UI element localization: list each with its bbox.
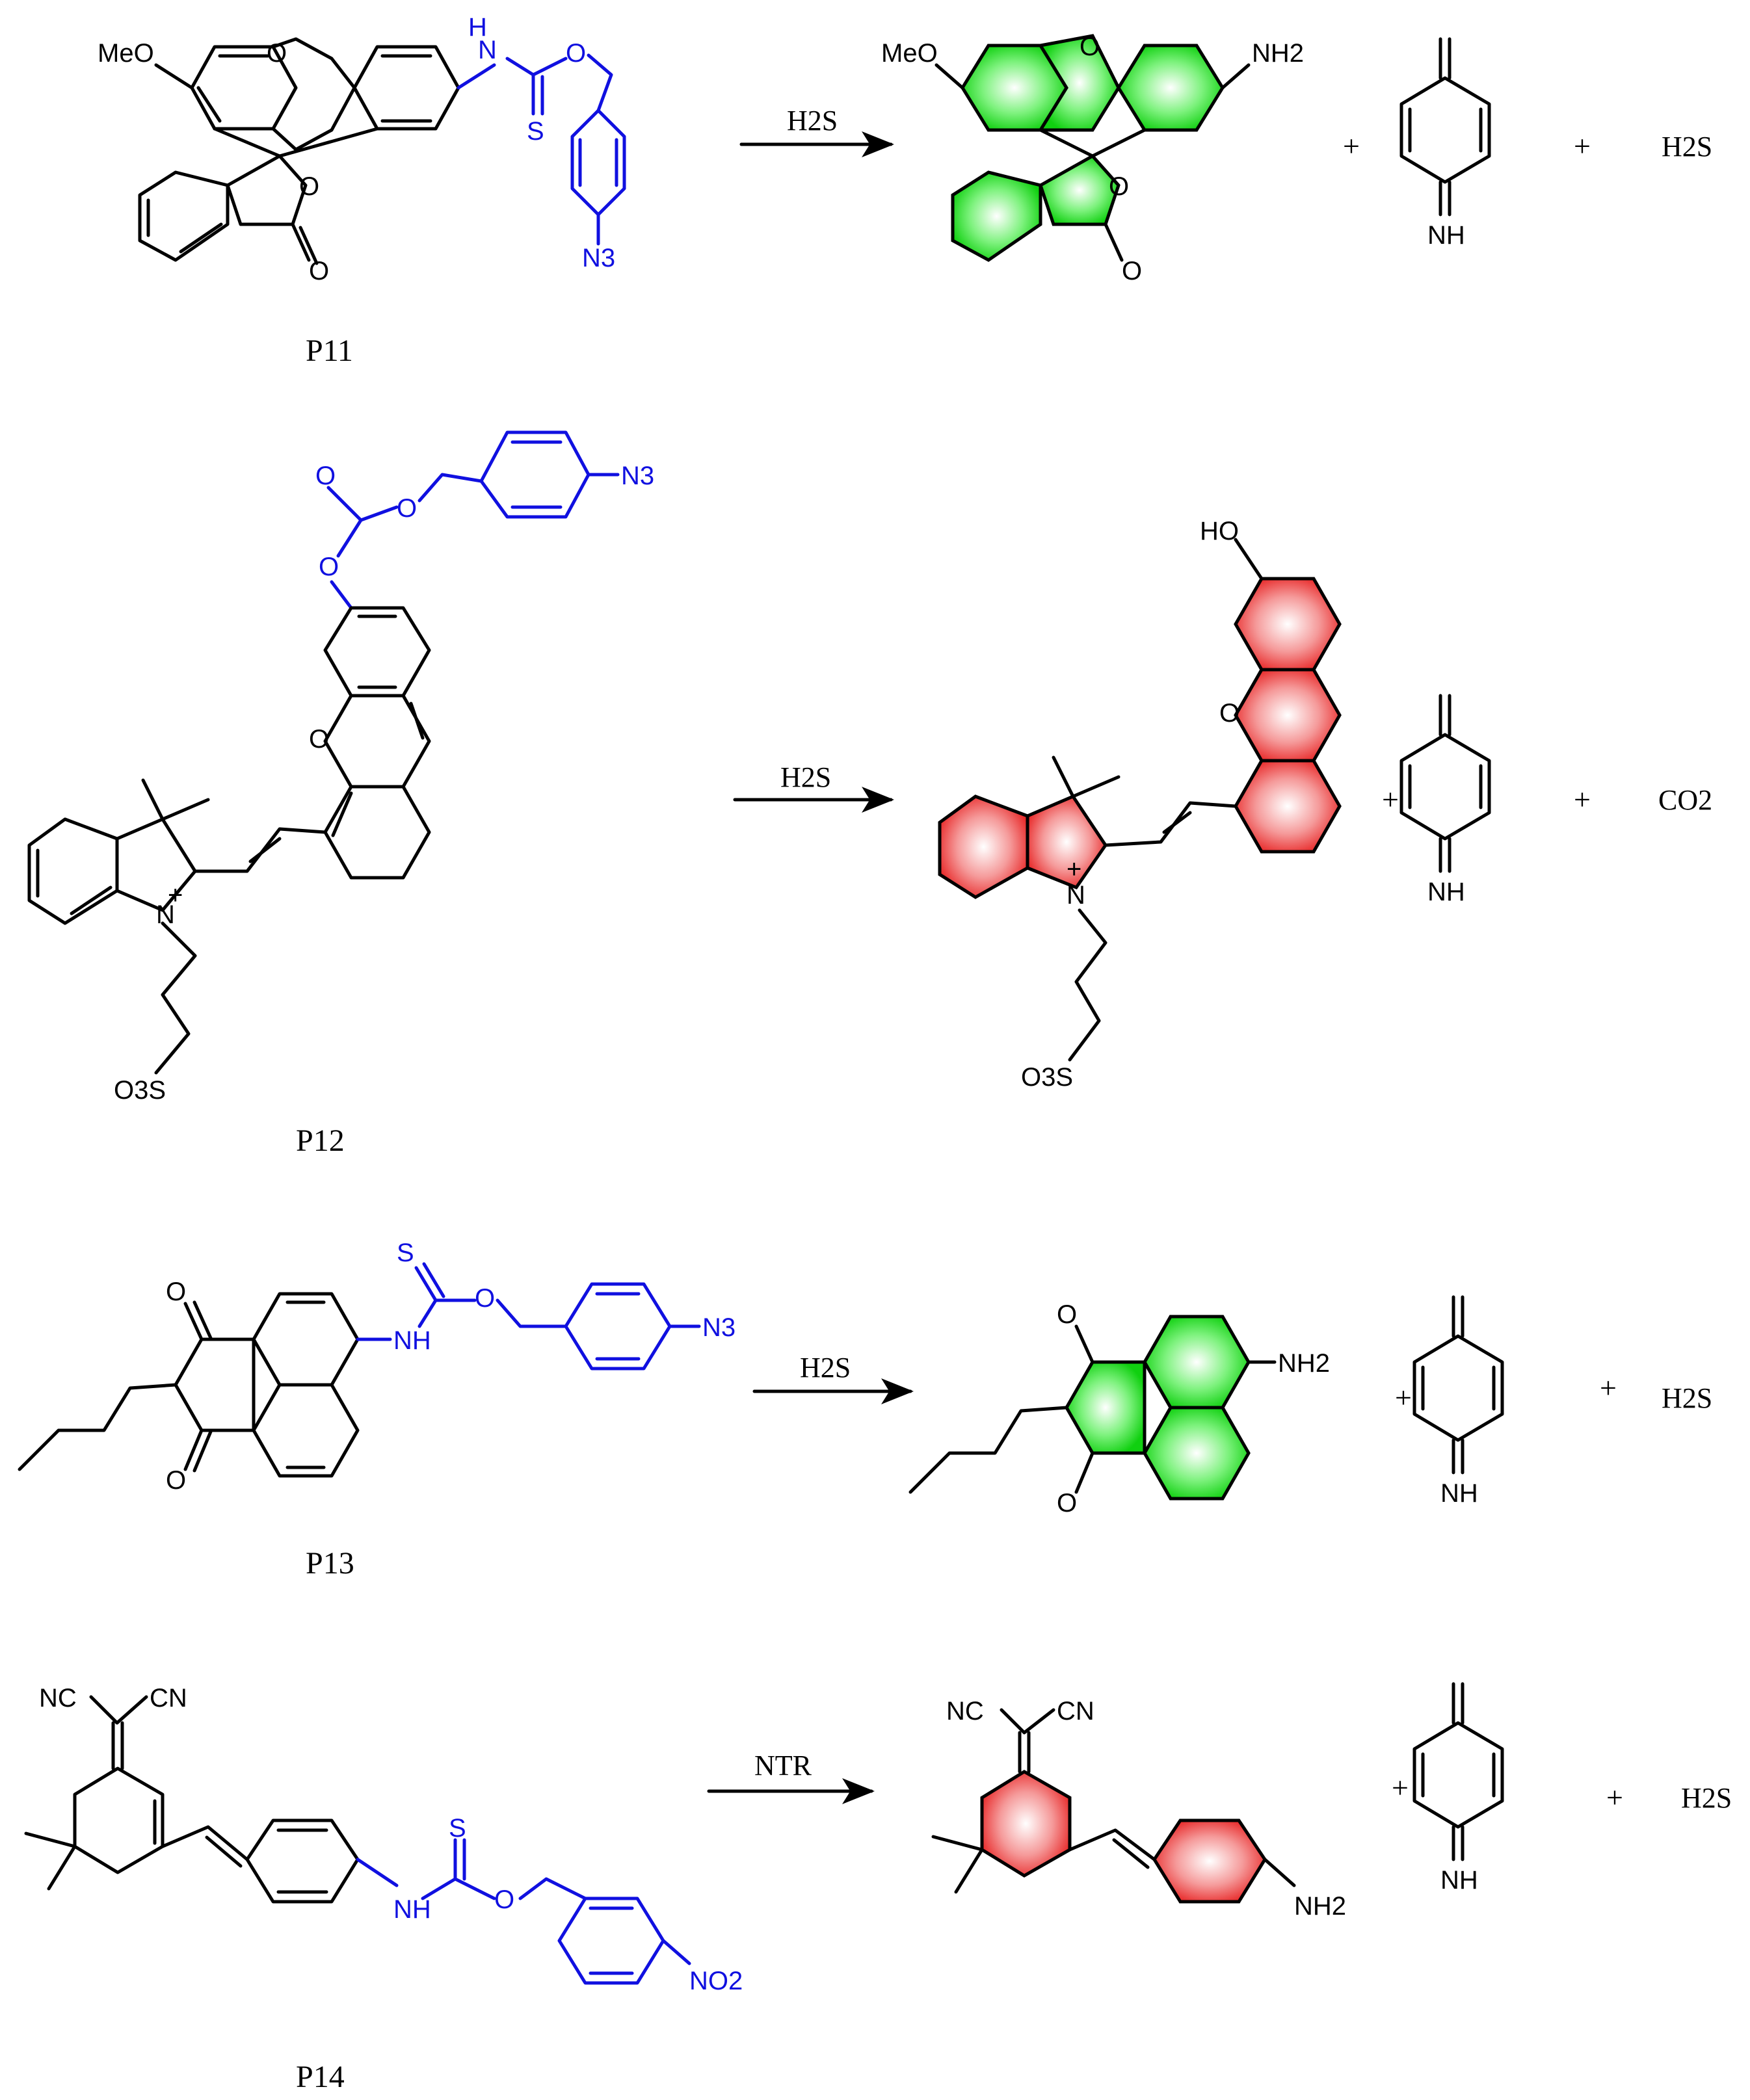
- atom-s: S: [527, 117, 544, 146]
- byproduct-label: H2S: [1662, 1382, 1712, 1414]
- probe-label-p11: P11: [306, 334, 353, 368]
- byproduct-quinone-methide-imine: NH: [1399, 37, 1491, 250]
- atom-n-plus: N: [1067, 881, 1085, 910]
- atom-o: O: [166, 1278, 186, 1306]
- atom-s: S: [449, 1814, 466, 1843]
- atom-o: O: [319, 553, 339, 581]
- atom-o: O: [1057, 1489, 1077, 1517]
- atom-n3: N3: [621, 462, 654, 490]
- byproduct-label: H2S: [1662, 131, 1712, 163]
- atom-o-ester: O: [566, 39, 586, 68]
- atom-meo: MeO: [881, 39, 938, 68]
- atom-o3s: O3S: [114, 1076, 166, 1105]
- atom-cn: CN: [1057, 1697, 1094, 1726]
- atom-n3: N3: [702, 1313, 736, 1342]
- probe-label-p13: P13: [306, 1546, 354, 1581]
- atom-nh: NH: [393, 1326, 431, 1355]
- atom-o: O: [315, 462, 336, 490]
- byproduct-quinone-methide-imine: NH: [1412, 1295, 1504, 1508]
- reagent-label: NTR: [754, 1750, 812, 1781]
- product-p13-structure: O O NH2: [908, 1300, 1330, 1517]
- atom-o: O: [1057, 1300, 1077, 1329]
- plus-sign: +: [1600, 1371, 1617, 1404]
- atom-nc: NC: [39, 1684, 77, 1713]
- atom-o: O: [166, 1466, 186, 1495]
- plus-sign: +: [1574, 129, 1591, 163]
- probe-p12-structure: O O O N3 O: [27, 430, 654, 1105]
- atom-o-ester: O: [475, 1284, 495, 1313]
- atom-h: H: [468, 13, 487, 42]
- probe-p11-structure: O O MeO O H N S O N3: [98, 13, 626, 285]
- atom-no2: NO2: [689, 1967, 743, 1995]
- atom-nh2: NH2: [1278, 1349, 1330, 1378]
- atom-o-pyran: O: [1080, 33, 1100, 61]
- atom-s: S: [397, 1239, 414, 1267]
- atom-o-lactone: O: [299, 172, 319, 201]
- row-p11: O O MeO O H N S O N3 P11 H2S: [98, 13, 1712, 368]
- atom-n3: N3: [582, 244, 615, 272]
- atom-o-ester: O: [494, 1885, 514, 1914]
- atom-o3s: O3S: [1021, 1063, 1073, 1092]
- byproduct-quinone-methide-imine: NH: [1412, 1682, 1504, 1895]
- probe-label-p14: P14: [296, 2060, 345, 2094]
- atom-o-carbonyl: O: [309, 257, 329, 285]
- atom-o-pyran: O: [1219, 699, 1240, 728]
- reagent-label: H2S: [787, 105, 838, 137]
- atom-nc: NC: [946, 1697, 984, 1726]
- product-p11-structure: O O O MeO NH2: [881, 33, 1304, 285]
- atom-nh: NH: [1440, 1479, 1478, 1508]
- plus-sign: +: [1574, 783, 1591, 816]
- atom-nh: NH: [1440, 1866, 1478, 1895]
- product-p12-structure: HO O N + O3S: [938, 517, 1342, 1092]
- atom-ho: HO: [1200, 517, 1239, 545]
- reagent-label: H2S: [800, 1352, 851, 1384]
- row-p13: O O NH S O N3 P13 H2S: [18, 1239, 1712, 1581]
- atom-o-pyran: O: [309, 725, 329, 754]
- probe-label-p12: P12: [296, 1123, 345, 1158]
- atom-nh: NH: [1427, 878, 1465, 906]
- atom-nh: NH: [1427, 221, 1465, 250]
- row-p14: NC CN NH S O NO2: [24, 1682, 1732, 2094]
- plus-sign: +: [1343, 129, 1360, 163]
- probe-p14-structure: NC CN NH S O NO2: [24, 1684, 743, 1995]
- byproduct-label: CO2: [1658, 784, 1712, 816]
- byproduct-quinone-methide-imine: NH: [1399, 694, 1491, 906]
- product-p14-structure: NC CN NH2: [931, 1697, 1346, 1921]
- byproduct-label: H2S: [1681, 1782, 1732, 1814]
- atom-meo: MeO: [98, 39, 154, 68]
- reagent-label: H2S: [780, 761, 831, 793]
- plus-sign: +: [1606, 1781, 1623, 1814]
- plus-sign: +: [1395, 1381, 1412, 1414]
- atom-nh: NH: [393, 1895, 431, 1924]
- row-p12: O O O N3 O: [27, 430, 1712, 1158]
- plus-sign: +: [1382, 783, 1399, 816]
- atom-nh2: NH2: [1252, 39, 1304, 68]
- atom-o-lactone: O: [1109, 172, 1129, 201]
- atom-cn: CN: [150, 1684, 187, 1713]
- atom-n: N: [478, 36, 497, 64]
- atom-o-pyran: O: [267, 39, 287, 68]
- probe-p13-structure: O O NH S O N3: [18, 1239, 736, 1495]
- charge-plus: +: [1067, 855, 1081, 884]
- atom-o-carbonyl: O: [1122, 257, 1142, 285]
- atom-o-ester: O: [397, 494, 417, 523]
- plus-sign: +: [1392, 1771, 1409, 1804]
- charge-plus: +: [168, 881, 183, 910]
- atom-nh2: NH2: [1294, 1892, 1346, 1921]
